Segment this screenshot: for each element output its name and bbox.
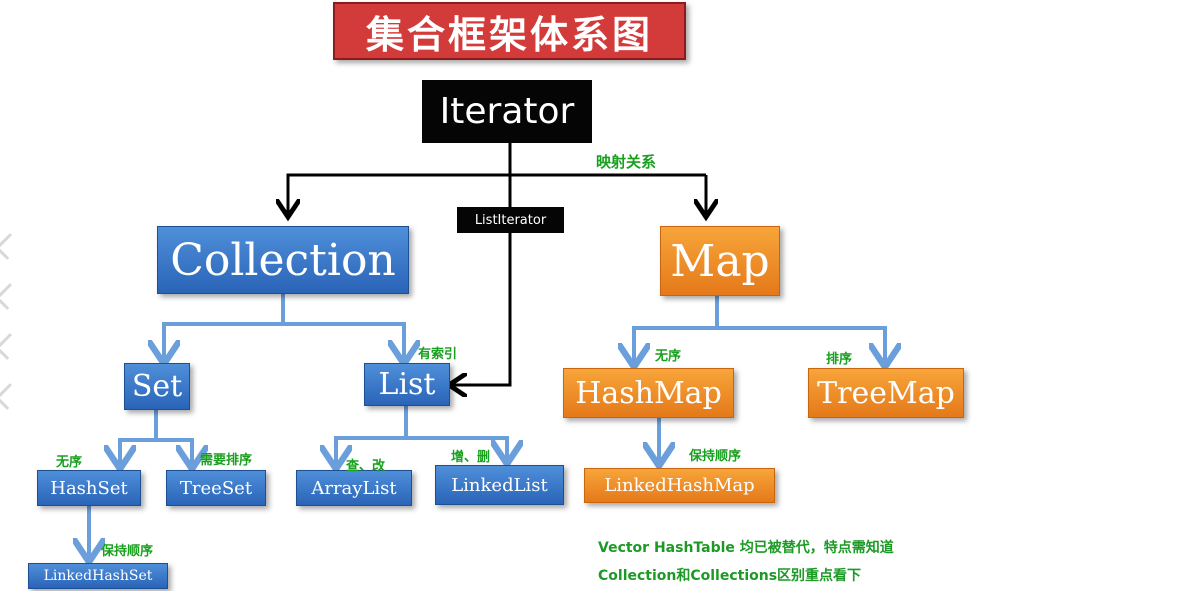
node-linkedhashset: LinkedHashSet — [28, 563, 168, 589]
node-hashset: HashSet — [37, 470, 141, 506]
map-to-hashmap-arrow — [634, 326, 717, 363]
node-set: Set — [124, 363, 190, 410]
label-treemap-sort: 排序 — [826, 352, 853, 367]
node-arraylist: ArrayList — [296, 470, 412, 506]
label-linkedlist-ops: 增、删 — [451, 450, 491, 465]
node-treeset: TreeSet — [166, 470, 266, 506]
note-line-2: Collection和Collections区别重点看下 — [598, 568, 862, 584]
set-to-hashset-arrow — [120, 438, 156, 465]
label-mapping-relation: 映射关系 — [596, 153, 657, 171]
node-map: Map — [660, 226, 780, 296]
label-linkedhashset-order: 保持顺序 — [101, 544, 154, 559]
note-line-1: Vector HashTable 均已被替代，特点需知道 — [598, 540, 894, 556]
map-to-treemap-arrow — [717, 326, 885, 363]
node-collection: Collection — [157, 226, 409, 294]
listiterator-to-list-arrow — [452, 233, 512, 385]
node-list: List — [364, 363, 450, 406]
list-to-linkedlist-arrow — [406, 436, 507, 460]
label-ordered-dup: 有序可重复 — [297, 308, 363, 323]
label-treeset-sort: 需要排序 — [200, 453, 253, 468]
node-linkedlist: LinkedList — [435, 465, 564, 505]
collection-to-list-arrow — [283, 322, 404, 360]
label-hashset-unordered: 无序 — [56, 455, 83, 470]
node-iterator: Iterator — [422, 80, 592, 143]
set-to-treeset-arrow — [156, 438, 192, 465]
list-to-arraylist-arrow — [336, 436, 406, 465]
label-has-index: 有索引 — [418, 347, 458, 362]
label-arraylist-ops: 查、改 — [346, 459, 386, 474]
node-hashmap: HashMap — [563, 368, 734, 418]
collection-to-set-arrow — [164, 322, 283, 360]
node-linkedhashmap: LinkedHashMap — [584, 468, 775, 503]
label-hashmap-unordered: 无序 — [655, 349, 682, 364]
node-list-iterator: ListIterator — [457, 207, 564, 233]
label-linkedhashmap-order: 保持顺序 — [689, 449, 742, 464]
label-unordered-no-dup: 无序不重复 — [179, 308, 245, 323]
node-treemap: TreeMap — [808, 368, 964, 418]
diagram-title: 集合框架体系图 — [333, 2, 686, 60]
iterator-to-collection-arrow — [288, 173, 706, 214]
